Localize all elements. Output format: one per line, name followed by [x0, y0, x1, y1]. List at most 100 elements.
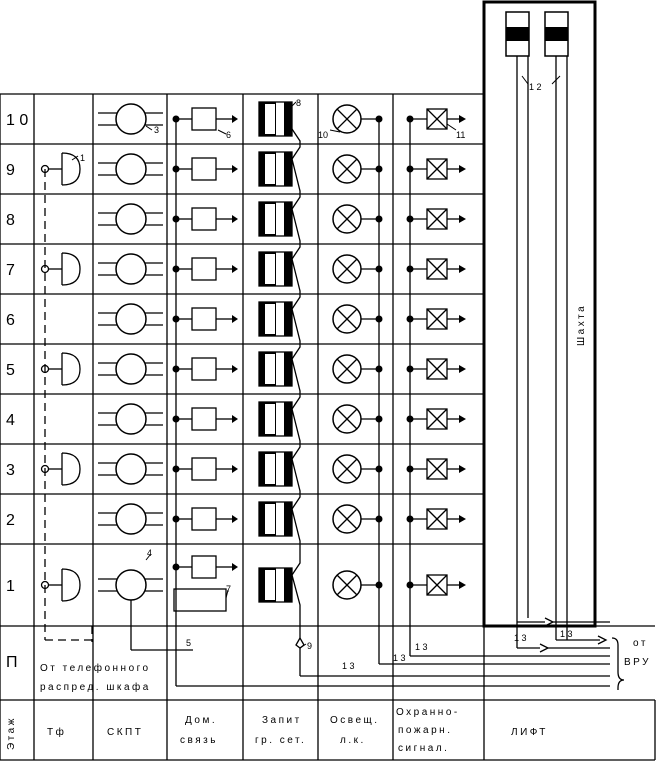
marker-label: 1 3 [560, 629, 573, 639]
marker-label: 8 [296, 98, 301, 108]
lamp-cross [336, 458, 358, 480]
marker-label: 5 [186, 638, 191, 648]
marker-label: 9 [307, 641, 312, 651]
arrow-icon [459, 415, 466, 423]
header-zapit-1: Запит [262, 715, 302, 726]
header-zapit-2: гр. сет. [255, 735, 306, 746]
power-panel-bar [284, 302, 292, 336]
power-panel-bar [284, 568, 292, 602]
header-dom-1: Дом. [185, 715, 217, 726]
leader-line [291, 101, 297, 107]
arrow-icon [459, 515, 466, 523]
power-panel-light [265, 404, 275, 434]
header-lift: ЛИФТ [511, 727, 548, 738]
telephone-icon [61, 568, 81, 602]
power-panel-bar [284, 152, 292, 186]
lift-motor-band [506, 27, 529, 41]
arrow-icon [539, 643, 550, 653]
note-shaft: Шахта [576, 304, 587, 346]
leader-line [225, 589, 229, 599]
marker-label: 1 3 [415, 642, 428, 652]
power-panel-light [265, 354, 275, 384]
lamp-cross [336, 208, 358, 230]
arrow-icon [232, 415, 238, 423]
header-osv-1: Освещ. [330, 715, 380, 726]
arrow-icon [232, 365, 238, 373]
header-ohr-3: сигнал. [398, 743, 449, 754]
header-ohr-2: пожарн. [398, 725, 452, 736]
floor-label: 1 [6, 578, 15, 595]
power-panel-bar [284, 452, 292, 486]
marker-label: 10 [318, 130, 328, 140]
lamp-cross [336, 258, 358, 280]
antenna-amplifier-icon [115, 253, 147, 285]
header-etazh: Этаж [6, 716, 17, 750]
lamp-cross [336, 308, 358, 330]
floor-label: 3 [6, 462, 15, 479]
intercom-box-icon [191, 407, 217, 431]
power-panel-bar [284, 502, 292, 536]
marker-label: 4 [147, 548, 152, 558]
antenna-amplifier-icon [115, 503, 147, 535]
arrow-icon [597, 635, 608, 645]
intercom-box-icon [191, 107, 217, 131]
intercom-box-icon [191, 457, 217, 481]
marker-label: 1 3 [514, 633, 527, 643]
antenna-amplifier-icon [115, 403, 147, 435]
arrow-icon [232, 165, 238, 173]
detector-cross [426, 408, 448, 430]
lamp-cross [336, 108, 358, 130]
arrow-icon [459, 365, 466, 373]
antenna-amplifier-icon [115, 353, 147, 385]
note-from-tel-2: распред. шкафа [40, 681, 151, 693]
power-panel-bar [284, 252, 292, 286]
power-panel-bar [284, 202, 292, 236]
arrow-icon [459, 165, 466, 173]
power-panel-light [265, 254, 275, 284]
marker-label: 1 3 [393, 653, 406, 663]
intercom-box-icon [191, 555, 217, 579]
telephone-icon [61, 352, 81, 386]
telephone-icon [61, 252, 81, 286]
vru-brace-icon [611, 637, 625, 690]
power-panel-light [265, 204, 275, 234]
detector-cross [426, 358, 448, 380]
power-riser [291, 128, 301, 638]
intercom-box-icon [191, 157, 217, 181]
power-panel-light [265, 104, 275, 134]
power-panel-bar [284, 352, 292, 386]
detector-cross [426, 108, 448, 130]
power-panel-bar [284, 102, 292, 136]
intercom-box-icon [191, 207, 217, 231]
header-dom-2: связь [180, 735, 218, 746]
header-ohr-1: Охранно- [396, 707, 460, 718]
arrow-icon [232, 115, 238, 123]
lamp-cross [336, 358, 358, 380]
floor-label: 5 [6, 362, 15, 379]
telephone-icon [61, 152, 81, 186]
marker-label: 3 [154, 125, 159, 135]
arrow-icon [459, 115, 466, 123]
detector-cross [426, 258, 448, 280]
leader-line [217, 129, 227, 135]
marker-label: 7 [226, 584, 231, 594]
leader-line [446, 123, 457, 131]
header-osv-2: л.к. [340, 735, 366, 746]
header-tf: Тф [47, 726, 66, 738]
intercom-panel-icon [173, 588, 227, 612]
lamp-cross [336, 408, 358, 430]
detector-cross [426, 574, 448, 596]
intercom-box-icon [191, 307, 217, 331]
arrow-icon [232, 215, 238, 223]
lamp-cross [336, 574, 358, 596]
floor-label: 4 [6, 412, 15, 429]
power-panel-bar [284, 402, 292, 436]
lift-shaft [482, 0, 597, 628]
wires-layer [44, 119, 610, 687]
floor-label: 7 [6, 262, 15, 279]
arrow-icon [459, 581, 466, 589]
power-panel-light [265, 454, 275, 484]
detector-cross [426, 458, 448, 480]
